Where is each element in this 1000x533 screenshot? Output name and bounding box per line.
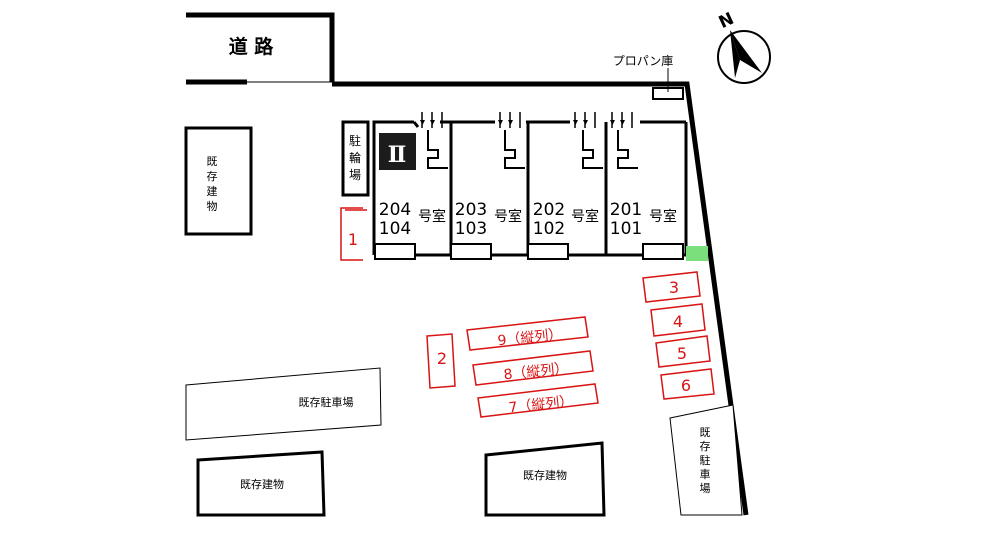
parking-space-9 — [466, 316, 589, 351]
unit-upper: 202 — [533, 200, 565, 220]
unit-label-202-102: 202 102 号室 — [533, 200, 599, 239]
parking-space-label: 6 — [681, 376, 691, 395]
unit-upper: 201 — [610, 200, 642, 220]
unit-lower: 101 — [610, 219, 642, 239]
parking-space-3 — [642, 271, 701, 303]
unit-upper: 204 — [379, 200, 411, 220]
unit-suffix: 号室 — [494, 208, 522, 225]
bicycle-parking-label: 駐輪場 — [349, 133, 361, 182]
existing-parking-right-label: 既存駐車場 — [700, 426, 711, 495]
road-outline — [186, 12, 335, 82]
existing-building-left-label: 既存建物 — [207, 155, 218, 213]
unit-label-201-101: 201 101 号室 — [610, 200, 677, 239]
parking-space-label: 2 — [437, 349, 447, 368]
existing-building-left — [184, 126, 253, 236]
unit-suffix: 号室 — [571, 208, 599, 225]
parking-space-1 — [340, 207, 363, 261]
parking-space-labels: 1 2 3 4 5 6 7（縦列） 8（縦列） 9（縦列） — [348, 230, 691, 416]
green-patch — [686, 246, 708, 261]
road-label: 道 路 — [229, 35, 275, 58]
existing-building-bottom-center — [484, 441, 606, 517]
parking-space-4 — [650, 303, 706, 337]
building-mark — [379, 133, 416, 170]
parking-space-5 — [655, 335, 711, 368]
parking-space-label: 9（縦列） — [497, 327, 563, 350]
unit-label-203-103: 203 103 号室 — [455, 200, 522, 239]
parking-space-label: 4 — [673, 312, 683, 331]
existing-parking-right — [669, 404, 743, 516]
unit-lower: 102 — [533, 219, 565, 239]
compass-needle-icon — [730, 30, 740, 78]
compass: N — [716, 9, 771, 84]
parking-space-7 — [477, 383, 599, 418]
building-mark-label: Ⅱ — [388, 142, 407, 168]
apartment-building — [372, 112, 688, 260]
existing-building-bottom-left-label: 既存建物 — [240, 477, 284, 491]
compass-needle-icon — [730, 30, 762, 73]
site-boundary — [332, 81, 749, 516]
parking-space-2 — [426, 333, 456, 389]
existing-parking-left — [185, 367, 382, 441]
existing-building-bottom-center-label: 既存建物 — [523, 468, 567, 482]
unit-label-204-104: 204 104 号室 — [379, 200, 446, 239]
bicycle-parking — [341, 120, 370, 197]
parking-spaces — [340, 207, 715, 418]
unit-lower: 103 — [455, 219, 487, 239]
parking-space-label: 8（縦列） — [503, 361, 569, 384]
parking-space-label: 1 — [348, 230, 358, 249]
parking-space-8 — [472, 350, 594, 386]
propane-label: プロパン庫 — [613, 54, 674, 68]
parking-space-label: 5 — [677, 344, 687, 363]
unit-lower: 104 — [379, 219, 411, 239]
compass-north-label: N — [716, 9, 737, 33]
unit-suffix: 号室 — [649, 208, 677, 225]
existing-building-bottom-left — [196, 450, 326, 517]
unit-upper: 203 — [455, 200, 487, 220]
parking-space-label: 7（縦列） — [508, 394, 574, 417]
parking-space-label: 3 — [669, 278, 679, 297]
parking-space-6 — [660, 368, 715, 400]
existing-parking-left-label: 既存駐車場 — [299, 395, 354, 409]
unit-suffix: 号室 — [418, 208, 446, 225]
